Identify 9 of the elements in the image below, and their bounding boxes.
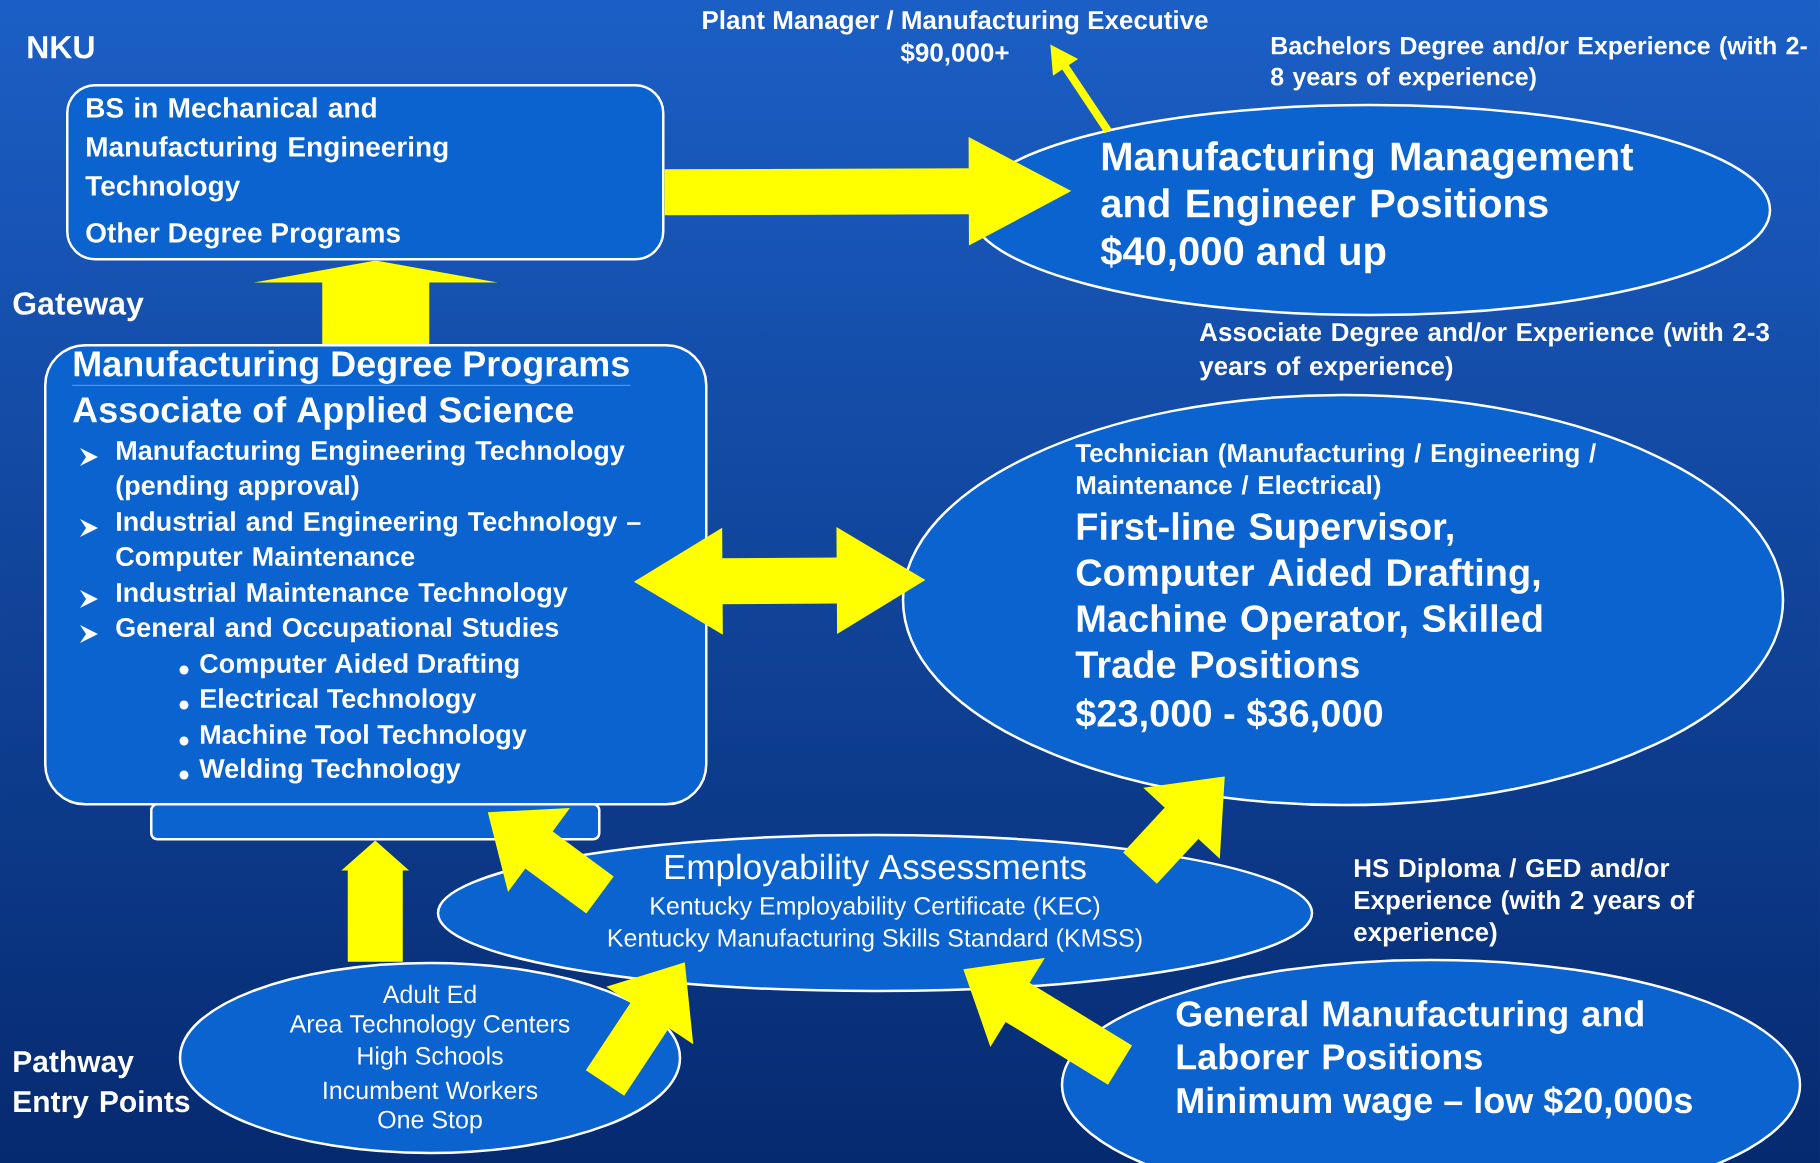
requirement-text: HS Diploma / GED and/or Experience (with 2 years of experience)	[1354, 858, 1695, 947]
degree-box: BS in Mechanical and Manufacturing Engineering Technology Other Degree Programs	[66, 84, 665, 261]
job-title-text: Plant Manager / Manufacturing Executive $90,000+	[703, 10, 1208, 66]
requirement-text: Associate Degree and/or Experience (with 2-3 years of experience)	[1199, 322, 1769, 381]
heading-text: Gateway	[13, 292, 144, 322]
heading-text: NKU	[28, 36, 94, 59]
block-arrow	[253, 260, 498, 344]
requirement-text: Bachelors Degree and/or Experience (with 2-8 years of experience)	[1271, 36, 1807, 91]
program-box: Manufacturing Degree Programs Associate of Applied Science Manufacturing Engineering Technology (pending approval) Industrial and Engineering Technology – Computer Maintenance Industrial Maintenance Technology General and Occupational Studies Computer Aided Drafting Electrical Technology Machine Tool Technology Welding Technology	[44, 344, 708, 806]
